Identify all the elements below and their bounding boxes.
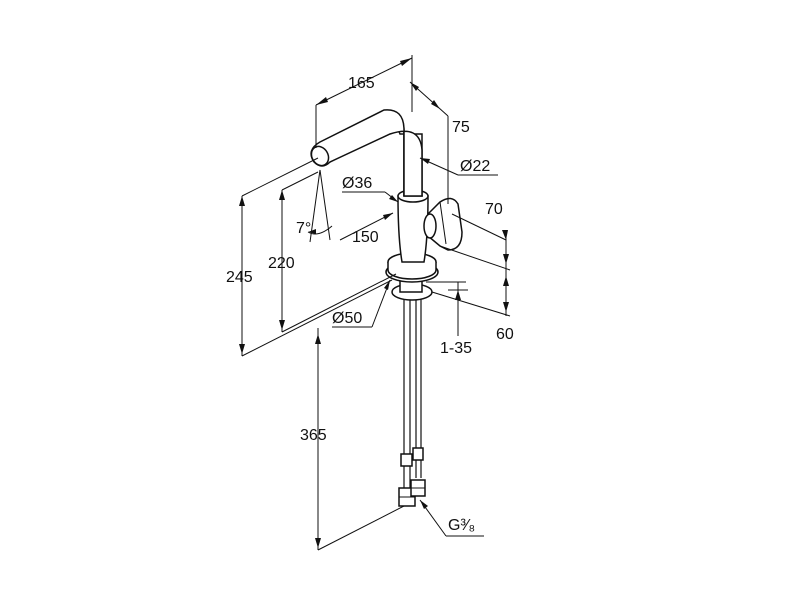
- dim-245: 245: [226, 269, 253, 286]
- lever-handle: [427, 197, 463, 251]
- dim-60: 60: [496, 326, 514, 343]
- dim-g38: G³⁄₈: [448, 517, 475, 534]
- dimension-labels: 165 75 Ø22 Ø36 70 7° 220 150 245 Ø50 1-3…: [226, 75, 514, 534]
- dim-1-35: 1-35: [440, 340, 472, 357]
- dim-d36: Ø36: [342, 175, 372, 192]
- dim-220: 220: [268, 255, 295, 272]
- dim-75: 75: [452, 119, 470, 136]
- supply-hoses: [398, 290, 426, 507]
- dimension-lines: [239, 55, 511, 551]
- dim-365: 365: [300, 427, 327, 444]
- dim-d50: Ø50: [332, 310, 362, 327]
- dim-150: 150: [352, 229, 379, 246]
- dim-165: 165: [348, 75, 375, 92]
- dim-70: 70: [485, 201, 503, 218]
- dim-7-degree: 7°: [296, 220, 311, 237]
- dim-d22: Ø22: [460, 158, 490, 175]
- faucet-body: [310, 109, 463, 507]
